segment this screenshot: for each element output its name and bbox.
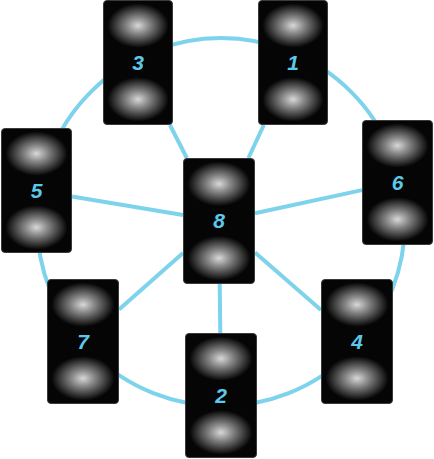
spoke-line: [248, 125, 263, 158]
position-number: 3: [129, 51, 147, 74]
position-number: 5: [28, 179, 46, 202]
spoke-line: [72, 196, 183, 215]
tarot-card: 5: [1, 128, 72, 253]
position-number: 7: [74, 330, 92, 353]
spoke-line: [119, 253, 183, 310]
spoke-line: [170, 125, 187, 158]
spoke-line: [255, 252, 321, 310]
position-number: 6: [389, 171, 407, 194]
position-number: 4: [348, 330, 366, 353]
position-number: 2: [212, 384, 230, 407]
tarot-card: 2: [185, 333, 257, 458]
tarot-card: 4: [321, 279, 393, 404]
tarot-card: 8: [183, 158, 255, 284]
tarot-card: 3: [103, 0, 173, 125]
spoke-line: [218, 284, 223, 333]
position-number: 1: [284, 51, 302, 74]
tarot-card: 1: [258, 0, 328, 125]
tarot-card: 6: [362, 120, 433, 245]
spoke-line: [255, 190, 362, 213]
tarot-card: 7: [47, 279, 119, 404]
position-number: 8: [210, 209, 228, 232]
